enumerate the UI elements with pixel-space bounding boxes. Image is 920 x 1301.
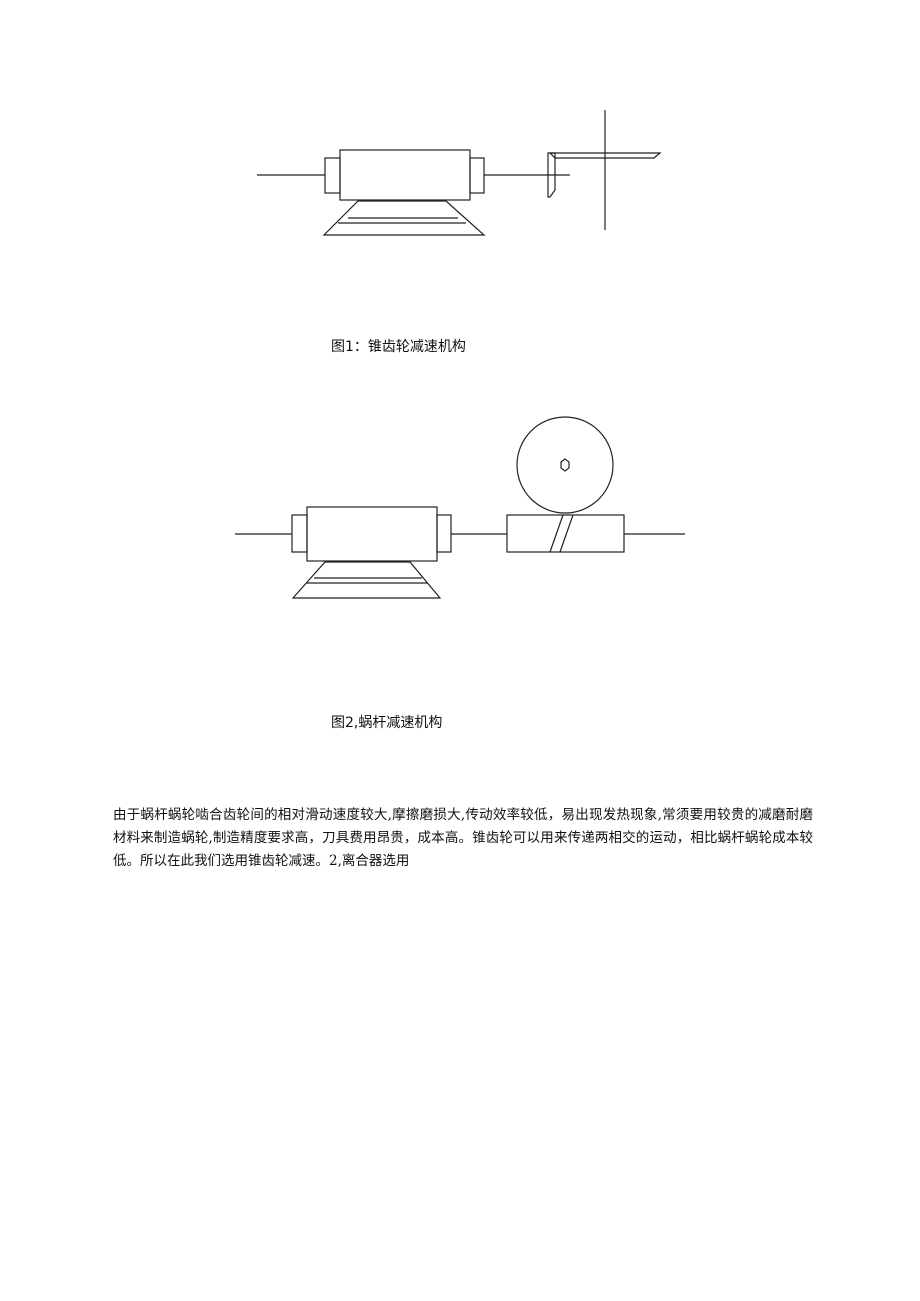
- motor-end-cap-left: [324, 157, 341, 194]
- figure-2-worm-gear-diagram: [230, 415, 690, 605]
- figure-1-caption: 图1：锥齿轮减速机构: [331, 339, 466, 355]
- motor-end-cap-left: [291, 514, 308, 553]
- worm-wheel: [516, 416, 614, 514]
- motor-body: [306, 506, 438, 562]
- motor-end-cap-right: [469, 157, 485, 194]
- motor-end-cap-right: [436, 514, 452, 553]
- figure-2-caption: 图2,蜗杆减速机构: [331, 715, 443, 731]
- body-paragraph: 由于蜗杆蜗轮啮合齿轮间的相对滑动速度较大,摩擦磨损大,传动效率较低，易出现发热现…: [113, 806, 813, 869]
- motor-body: [339, 149, 471, 201]
- worm-thread: [559, 514, 574, 553]
- figure-1-bevel-gear-diagram: [250, 105, 670, 240]
- motor-base: [322, 200, 486, 236]
- bevel-gear-drawing: [257, 110, 662, 236]
- worm-wheel-hub: [560, 458, 570, 472]
- worm-housing: [506, 514, 625, 553]
- worm-thread: [549, 514, 564, 553]
- motor-base: [291, 561, 442, 599]
- worm-gear-drawing: [235, 416, 685, 599]
- bevel-gear-driven: [548, 152, 662, 159]
